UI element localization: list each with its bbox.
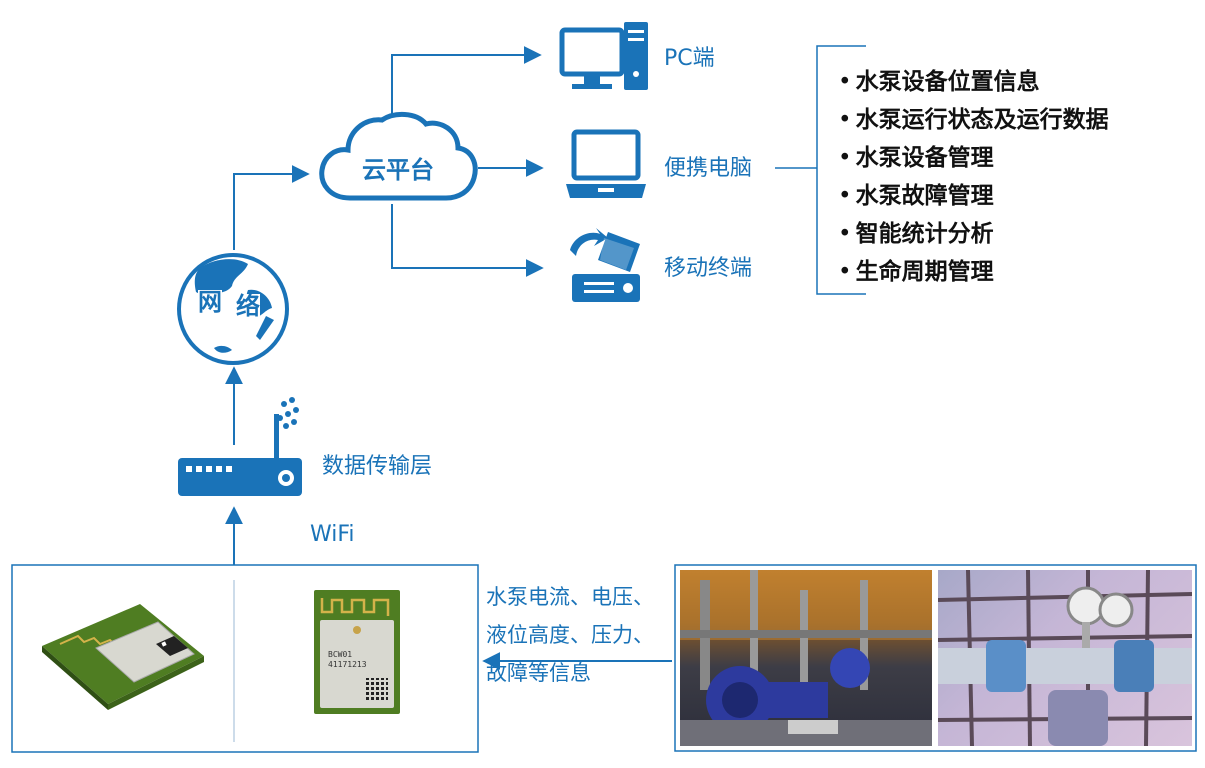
- pc-node: [558, 20, 654, 92]
- module-marking: BCW01 41171213: [328, 650, 372, 670]
- wifi-module-flat: BCW01 41171213: [312, 588, 402, 716]
- network-node: 网 络: [174, 250, 292, 368]
- laptop-node: [564, 128, 648, 202]
- arrow-cloud-to-mobile: [391, 204, 544, 277]
- desktop-computer-icon: [559, 22, 648, 90]
- pc-label: PC端: [664, 46, 715, 71]
- cloud-label: 云平台: [362, 156, 434, 184]
- collected-info-text: 水泵电流、电压、 液位高度、压力、 故障等信息: [486, 578, 686, 692]
- photos-frame: [674, 564, 1197, 752]
- globe-icon: [177, 253, 289, 365]
- wifi-label: WiFi: [310, 522, 355, 547]
- mobile-node: [564, 226, 648, 306]
- module-model: BCW01: [328, 650, 353, 659]
- module-qr-code: [366, 678, 388, 700]
- wifi-router-icon: [178, 397, 302, 496]
- transport-layer-label: 数据传输层: [322, 454, 433, 479]
- wifi-module-image: [42, 604, 204, 710]
- feature-item: 水泵运行状态及运行数据: [838, 101, 1109, 139]
- feature-item: 智能统计分析: [838, 215, 1109, 253]
- laptop-icon: [566, 129, 646, 198]
- feature-list: 水泵设备位置信息 水泵运行状态及运行数据 水泵设备管理 水泵故障管理 智能统计分…: [838, 63, 1109, 291]
- cloud-platform-node: 云平台: [316, 110, 480, 206]
- router-node: [176, 392, 306, 500]
- collected-info-line: 液位高度、压力、: [486, 623, 654, 647]
- module-serial: 41171213: [328, 660, 367, 669]
- pipe-gauges-photo: [938, 570, 1192, 746]
- collected-info-line: 水泵电流、电压、: [486, 585, 654, 609]
- feature-bracket: [816, 45, 866, 295]
- wifi-module-angled: [38, 600, 208, 712]
- collected-info-line: 故障等信息: [486, 661, 591, 685]
- arrow-network-to-cloud: [233, 165, 310, 250]
- cloud-icon: [319, 112, 478, 201]
- feature-item: 水泵设备位置信息: [838, 63, 1109, 101]
- feature-item: 水泵故障管理: [838, 177, 1109, 215]
- feature-item: 水泵设备管理: [838, 139, 1109, 177]
- pump-station-photo: [680, 570, 932, 746]
- network-label-2: 络: [236, 292, 260, 320]
- feature-item: 生命周期管理: [838, 253, 1109, 291]
- pipe-photo-illustration: [938, 570, 1192, 746]
- laptop-label: 便携电脑: [664, 156, 753, 181]
- network-label-1: 网: [198, 288, 222, 316]
- mobile-terminal-icon: [570, 228, 640, 302]
- modules-frame: [11, 564, 479, 753]
- mobile-label: 移动终端: [664, 256, 753, 281]
- arrow-cloud-to-pc: [391, 46, 542, 118]
- pump-photo-illustration: [680, 570, 932, 746]
